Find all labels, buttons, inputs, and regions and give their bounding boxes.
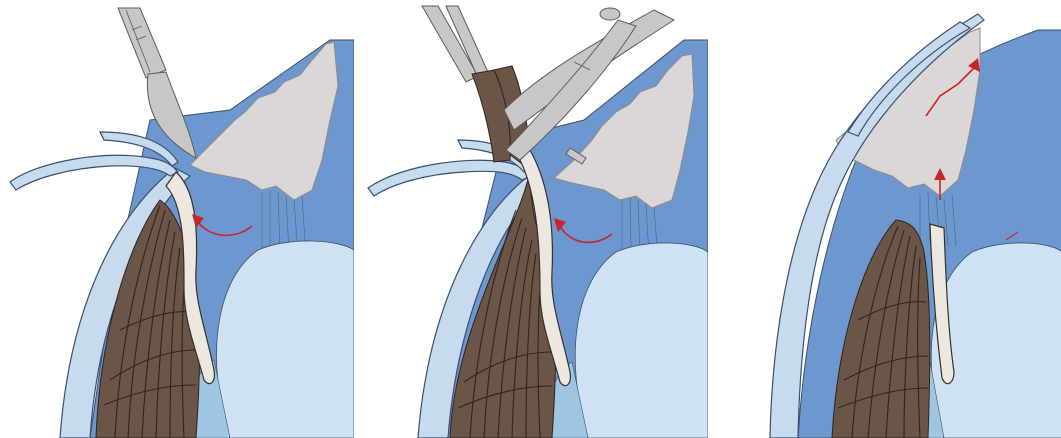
panel-3: [708, 0, 1061, 438]
panel-2-illustration: [354, 0, 708, 438]
panel-1-illustration: [0, 0, 354, 438]
forceps: [422, 6, 488, 82]
panel-2: [354, 0, 708, 438]
panel-3-illustration: [708, 0, 1061, 438]
panel-1: [0, 0, 354, 438]
